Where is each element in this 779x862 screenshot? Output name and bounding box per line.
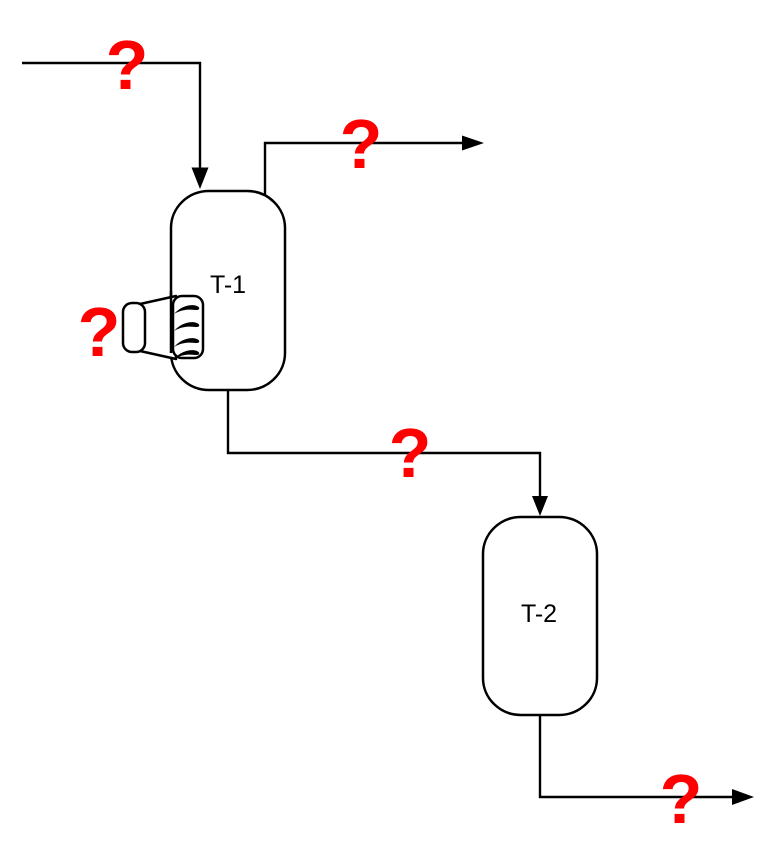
nozzle-rib bbox=[174, 305, 200, 314]
nozzle-flange bbox=[121, 301, 147, 354]
vessel-t1-label: T-1 bbox=[210, 271, 246, 299]
bottoms-line bbox=[538, 715, 733, 799]
stream-feed bbox=[22, 61, 209, 189]
bottoms-arrowhead-icon bbox=[732, 789, 754, 805]
nozzle-rib bbox=[174, 350, 200, 359]
vessel-t2-label: T-2 bbox=[521, 600, 557, 628]
transfer-line bbox=[226, 390, 542, 498]
nozzle-distributor-body bbox=[171, 294, 205, 360]
transfer-arrowhead-icon bbox=[532, 496, 548, 516]
overhead-arrowhead-icon bbox=[462, 135, 484, 151]
stream-transfer bbox=[226, 390, 548, 516]
overhead-line bbox=[263, 141, 463, 196]
bottoms-unknown-marker: ? bbox=[660, 760, 703, 838]
feed-arrowhead-icon bbox=[191, 167, 209, 189]
transfer-unknown-marker: ? bbox=[389, 414, 432, 492]
side-nozzle-icon bbox=[121, 291, 205, 361]
nozzle-rib bbox=[174, 338, 200, 347]
stream-bottoms bbox=[538, 715, 754, 805]
side-nozzle-unknown-marker: ? bbox=[78, 293, 121, 371]
feed-line bbox=[22, 61, 202, 170]
nozzle-rib bbox=[174, 322, 200, 331]
overhead-unknown-marker: ? bbox=[340, 105, 383, 183]
vessel-t2 bbox=[481, 515, 599, 717]
feed-unknown-marker: ? bbox=[106, 26, 149, 104]
stream-overhead bbox=[263, 135, 484, 196]
